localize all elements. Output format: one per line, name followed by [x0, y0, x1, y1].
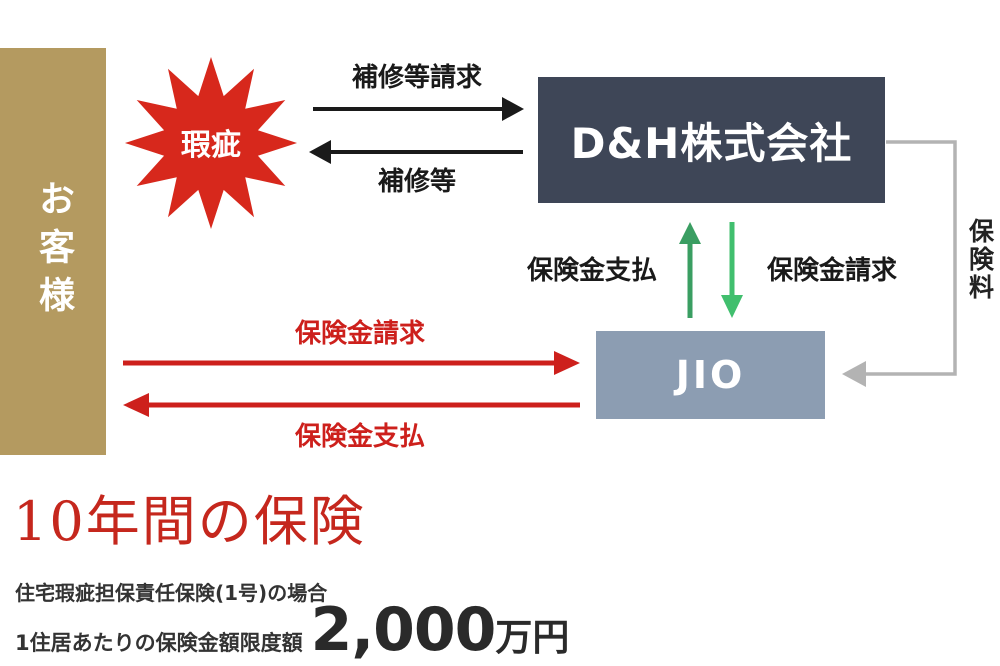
repair-label: 補修等: [377, 167, 456, 197]
dh-company-box: D&H株式会社: [538, 77, 885, 203]
repair-request-arrow-head: [502, 97, 524, 121]
limit-label: 1住居あたりの保険金額限度額: [15, 631, 303, 655]
insurance-payment-to-customer-label: 保険金支払: [294, 422, 425, 452]
premium-connector-arrow-head: [842, 361, 866, 387]
defect-star-icon: [124, 56, 298, 230]
jio-label: JIO: [675, 353, 746, 397]
payment-up-arrow-head: [679, 222, 701, 244]
footer-limit-line: 1住居あたりの保険金額限度額 2,000 万円: [15, 600, 569, 660]
claim-down-arrow-head: [721, 295, 743, 318]
footer-title: 10年間の保険: [13, 490, 366, 553]
dh-company-label: D&H株式会社: [570, 118, 853, 168]
insurance-claim-from-customer-label: 保険金請求: [294, 319, 425, 349]
jio-box: JIO: [596, 331, 825, 419]
customer-label: お客様: [33, 179, 74, 324]
footer-case-note: 住宅瑕疵担保責任保険(1号)の場合: [15, 581, 328, 605]
premium-label: 保険料: [965, 218, 995, 302]
insurance-payment-to-dh-label: 保険金支払: [526, 256, 657, 286]
repair-request-label: 補修等請求: [351, 63, 482, 93]
customer-payment-arrow-head: [123, 393, 149, 417]
repair-arrow-head: [309, 140, 331, 164]
customer-bar: お客様: [0, 48, 106, 455]
insurance-claim-from-dh-label: 保険金請求: [766, 256, 897, 286]
customer-claim-arrow-head: [554, 351, 580, 375]
limit-unit: 万円: [495, 616, 570, 659]
defect-star-shape: [124, 56, 298, 230]
defect-label: 瑕疵: [181, 128, 241, 163]
limit-value: 2,000: [310, 595, 497, 665]
